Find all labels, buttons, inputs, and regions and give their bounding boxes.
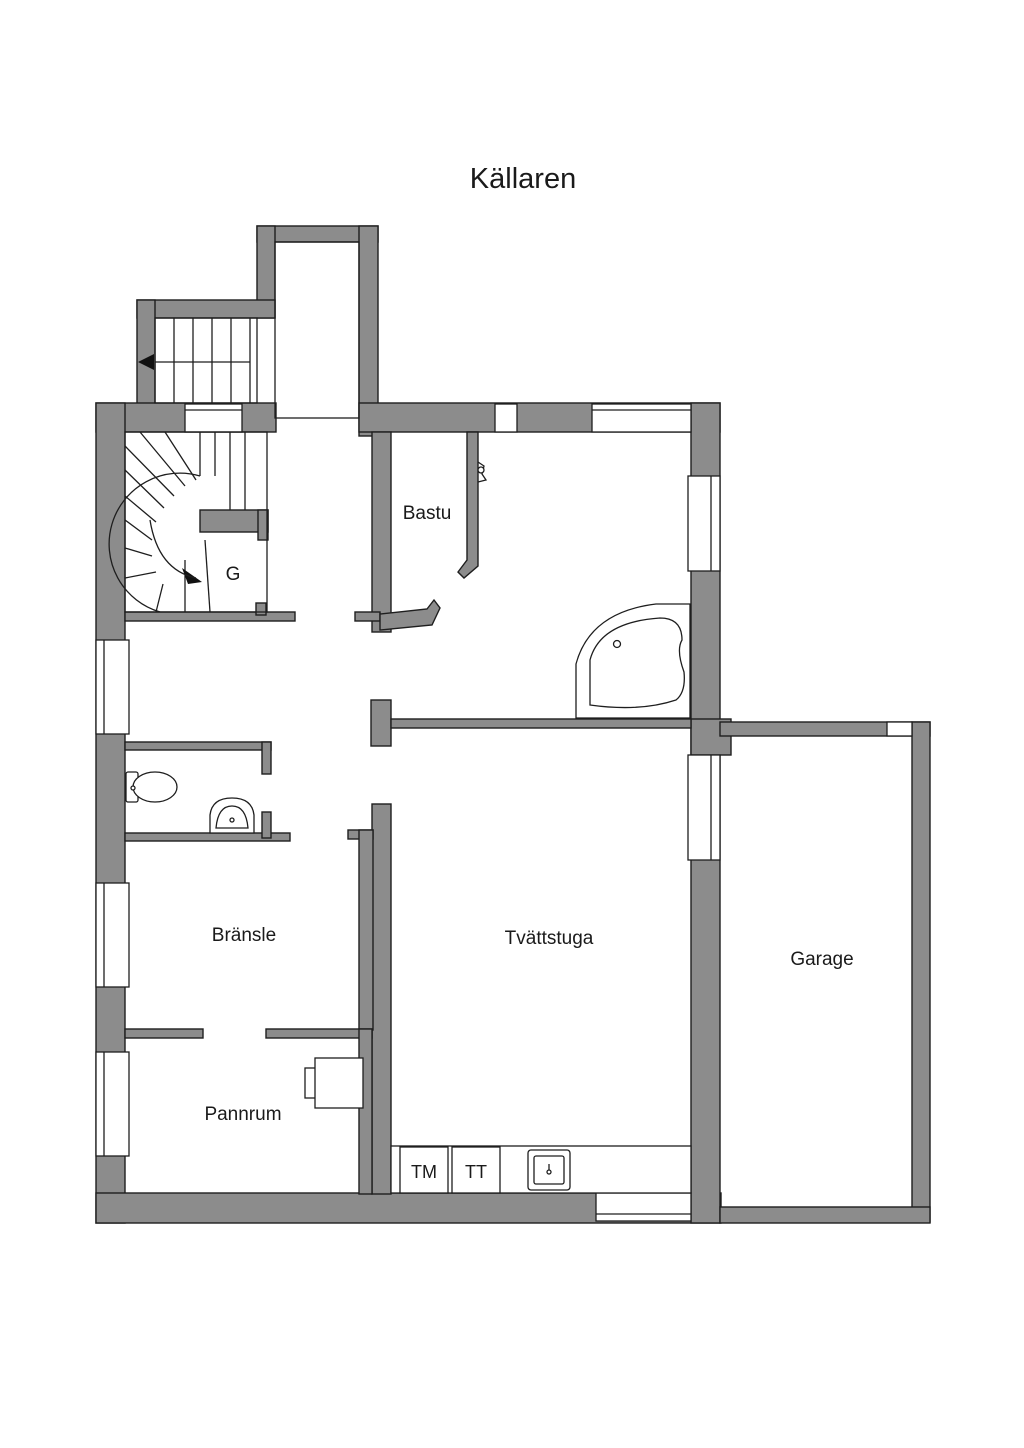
window-right-bath bbox=[687, 475, 721, 572]
room-label-tvattstuga: Tvättstuga bbox=[505, 928, 594, 949]
interior-stair bbox=[108, 431, 268, 613]
window-left-bransle bbox=[95, 882, 130, 988]
arrow-left-icon bbox=[138, 354, 154, 370]
window-left-pannrum bbox=[95, 1051, 130, 1157]
room-label-pannrum: Pannrum bbox=[204, 1104, 281, 1125]
dryer-label: TT bbox=[465, 1162, 487, 1182]
boiler-icon bbox=[304, 1057, 364, 1109]
window-top-bath bbox=[591, 403, 692, 433]
room-label-bastu: Bastu bbox=[403, 503, 452, 524]
bathtub-icon bbox=[575, 603, 691, 719]
window-top-stair bbox=[184, 403, 243, 433]
arrow-down-icon bbox=[182, 568, 202, 584]
plan-title: Källaren bbox=[470, 163, 576, 195]
window-bottom-tvatt bbox=[595, 1192, 692, 1222]
exterior-stair bbox=[138, 241, 360, 419]
sink-icon bbox=[209, 797, 255, 834]
window-right-tvatt bbox=[687, 754, 721, 861]
shower-icon bbox=[477, 461, 488, 483]
walls bbox=[95, 225, 931, 1224]
washer-label: TM bbox=[411, 1162, 437, 1182]
toilet-icon bbox=[125, 771, 178, 803]
room-label-bransle: Bränsle bbox=[212, 925, 276, 946]
windows bbox=[95, 403, 913, 1222]
room-label-garage: Garage bbox=[790, 949, 853, 970]
room-label-hall: G bbox=[226, 564, 241, 585]
washer-box bbox=[399, 1146, 449, 1194]
laundry-counter bbox=[390, 1145, 692, 1194]
window-left-hall bbox=[95, 639, 130, 735]
dryer-box bbox=[451, 1146, 501, 1194]
